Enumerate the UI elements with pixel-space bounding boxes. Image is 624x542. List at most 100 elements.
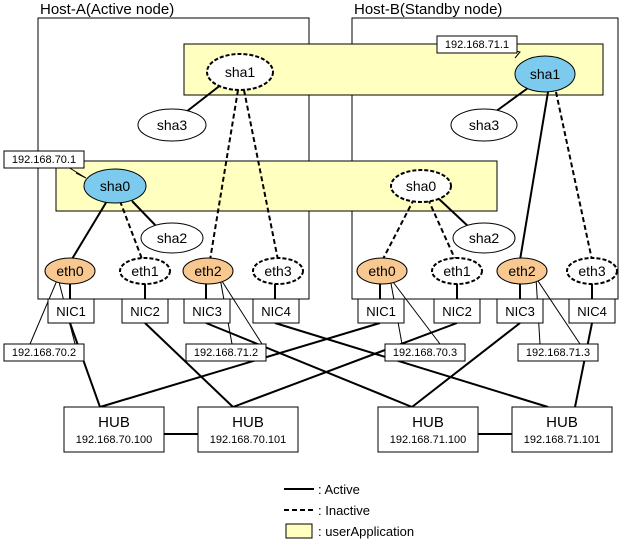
link-sha0a-eth1a (119, 200, 143, 260)
link-sha0b-eth0b (382, 198, 415, 260)
sha3-host-b-node (450, 108, 518, 142)
host-b-box (351, 17, 619, 300)
sha3-host-b-label: sha3 (469, 117, 500, 133)
nic1-host-a-label: NIC1 (56, 304, 86, 319)
nic2-host-a-box (121, 298, 169, 324)
nic3-host-a-label: NIC3 (192, 304, 222, 319)
ip-box-b-sha1 (436, 35, 518, 54)
ip-box-a-sha0 (3, 150, 85, 169)
hub-3-ip: 192.168.71.100 (390, 434, 466, 446)
link-nic2a-hub2 (144, 322, 234, 408)
hub-4-ip: 192.168.71.101 (524, 434, 600, 446)
sha1-host-a-node (206, 53, 274, 91)
nic2-host-a-label: NIC2 (130, 304, 160, 319)
nic4-host-a-label: NIC4 (261, 304, 291, 319)
nic2-host-b-label: NIC2 (442, 304, 472, 319)
link-sha1b-sha3b (494, 87, 529, 113)
eth0-host-b-label: eth0 (368, 263, 395, 279)
eth3-host-b-node (566, 257, 618, 285)
hub-1-ip: 192.168.70.100 (76, 434, 152, 446)
link-sha0a-eth0a (71, 200, 108, 260)
ip-label-b-eth2: 192.168.71.3 (526, 347, 590, 359)
nic1-host-b-label: NIC1 (366, 304, 396, 319)
link-sha1a-eth3a (243, 89, 279, 261)
eth0-host-b-node (356, 257, 408, 285)
eth0-host-a-label: eth0 (56, 263, 83, 279)
sha2-host-a-label: sha2 (157, 230, 188, 246)
host-b-title: Host-B(Standby node) (354, 1, 502, 18)
host-a-title: Host-A(Active node) (40, 1, 174, 18)
link-sha1a-sha3a (185, 83, 223, 113)
eth2-host-a-label: eth2 (194, 263, 221, 279)
eth1-host-b-label: eth1 (443, 263, 470, 279)
nic3-host-b-label: NIC3 (505, 304, 535, 319)
sha1-host-a-label: sha1 (225, 64, 256, 80)
sha2-host-b-label: sha2 (469, 230, 500, 246)
link-nic1a-hub1 (69, 322, 101, 408)
hub-2-title: HUB (232, 414, 264, 431)
nic3-host-a-box (183, 298, 231, 324)
nic2-host-b-box (433, 298, 481, 324)
nic4-host-b-box (568, 298, 616, 324)
hub-2-ip: 192.168.70.101 (210, 434, 286, 446)
sha0-host-b-label: sha0 (406, 178, 437, 194)
legend-userapp-swatch (285, 523, 313, 539)
eth1-host-a-node (119, 257, 171, 285)
eth2-host-b-node (496, 257, 548, 285)
link-sha1b-eth3b (555, 91, 593, 261)
eth2-host-b-label: eth2 (508, 263, 535, 279)
hub-3-title: HUB (412, 414, 444, 431)
eth2-host-a-node (182, 257, 234, 285)
hub-1-box (63, 406, 165, 453)
nic4-host-a-box (252, 298, 300, 324)
ip-label-a-eth2: 192.168.71.2 (194, 347, 258, 359)
legend-active-text: : Active (318, 482, 360, 497)
link-nic3b-hub3 (411, 322, 521, 408)
hub-2-box (197, 406, 299, 453)
hub-4-box (511, 406, 613, 453)
legend-userapp-text: : userApplication (318, 524, 414, 539)
legend-inactive-text: : Inactive (318, 503, 370, 518)
link-sha1a-eth2a (209, 89, 239, 261)
ip-box-a-eth2 (185, 343, 267, 362)
sha0-host-a-node (83, 168, 147, 204)
link-sha1b-eth2b (519, 91, 549, 261)
sha3-host-a-label: sha3 (157, 117, 188, 133)
eth3-host-a-label: eth3 (264, 263, 291, 279)
link-nic4a-hub4 (274, 322, 549, 408)
sha1-host-b-label: sha1 (530, 66, 561, 82)
sha3-host-a-node (137, 108, 207, 142)
eth0-host-a-node (44, 257, 96, 285)
ip-box-b-eth0 (384, 343, 466, 362)
sha0-host-a-label: sha0 (100, 178, 131, 194)
sha2-host-a-node (140, 222, 204, 254)
link-sha0a-sha2a (131, 200, 159, 229)
ip-box-a-eth0 (3, 343, 85, 362)
eth1-host-b-node (431, 257, 483, 285)
ip-label-a-eth0: 192.168.70.2 (12, 347, 76, 359)
hub-3-box (377, 406, 479, 453)
link-nic1b-hub1 (99, 322, 381, 408)
sha1-host-b-node (514, 55, 576, 93)
nic1-host-b-box (357, 298, 405, 324)
ip-box-b-eth2 (517, 343, 599, 362)
hub-1-title: HUB (98, 414, 130, 431)
eth1-host-a-label: eth1 (131, 263, 158, 279)
link-nic3a-hub3 (205, 322, 413, 408)
ip-label-b-eth0: 192.168.70.3 (393, 347, 457, 359)
nic3-host-b-box (496, 298, 544, 324)
link-nic2b-hub2 (232, 322, 458, 408)
link-sha0b-eth1b (427, 198, 456, 260)
hub-4-title: HUB (546, 414, 578, 431)
nic4-host-b-label: NIC4 (577, 304, 607, 319)
eth3-host-a-node (252, 257, 304, 285)
eth3-host-b-label: eth3 (578, 263, 605, 279)
ip-label-a-sha0: 192.168.70.1 (12, 154, 76, 166)
sha0-host-b-node (390, 169, 452, 203)
link-nic4b-hub4 (574, 322, 593, 408)
sha2-host-b-node (452, 222, 516, 254)
callout-leader-a-sha0 (67, 166, 87, 179)
link-sha0b-sha2b (438, 198, 471, 229)
nic1-host-a-box (47, 298, 95, 324)
